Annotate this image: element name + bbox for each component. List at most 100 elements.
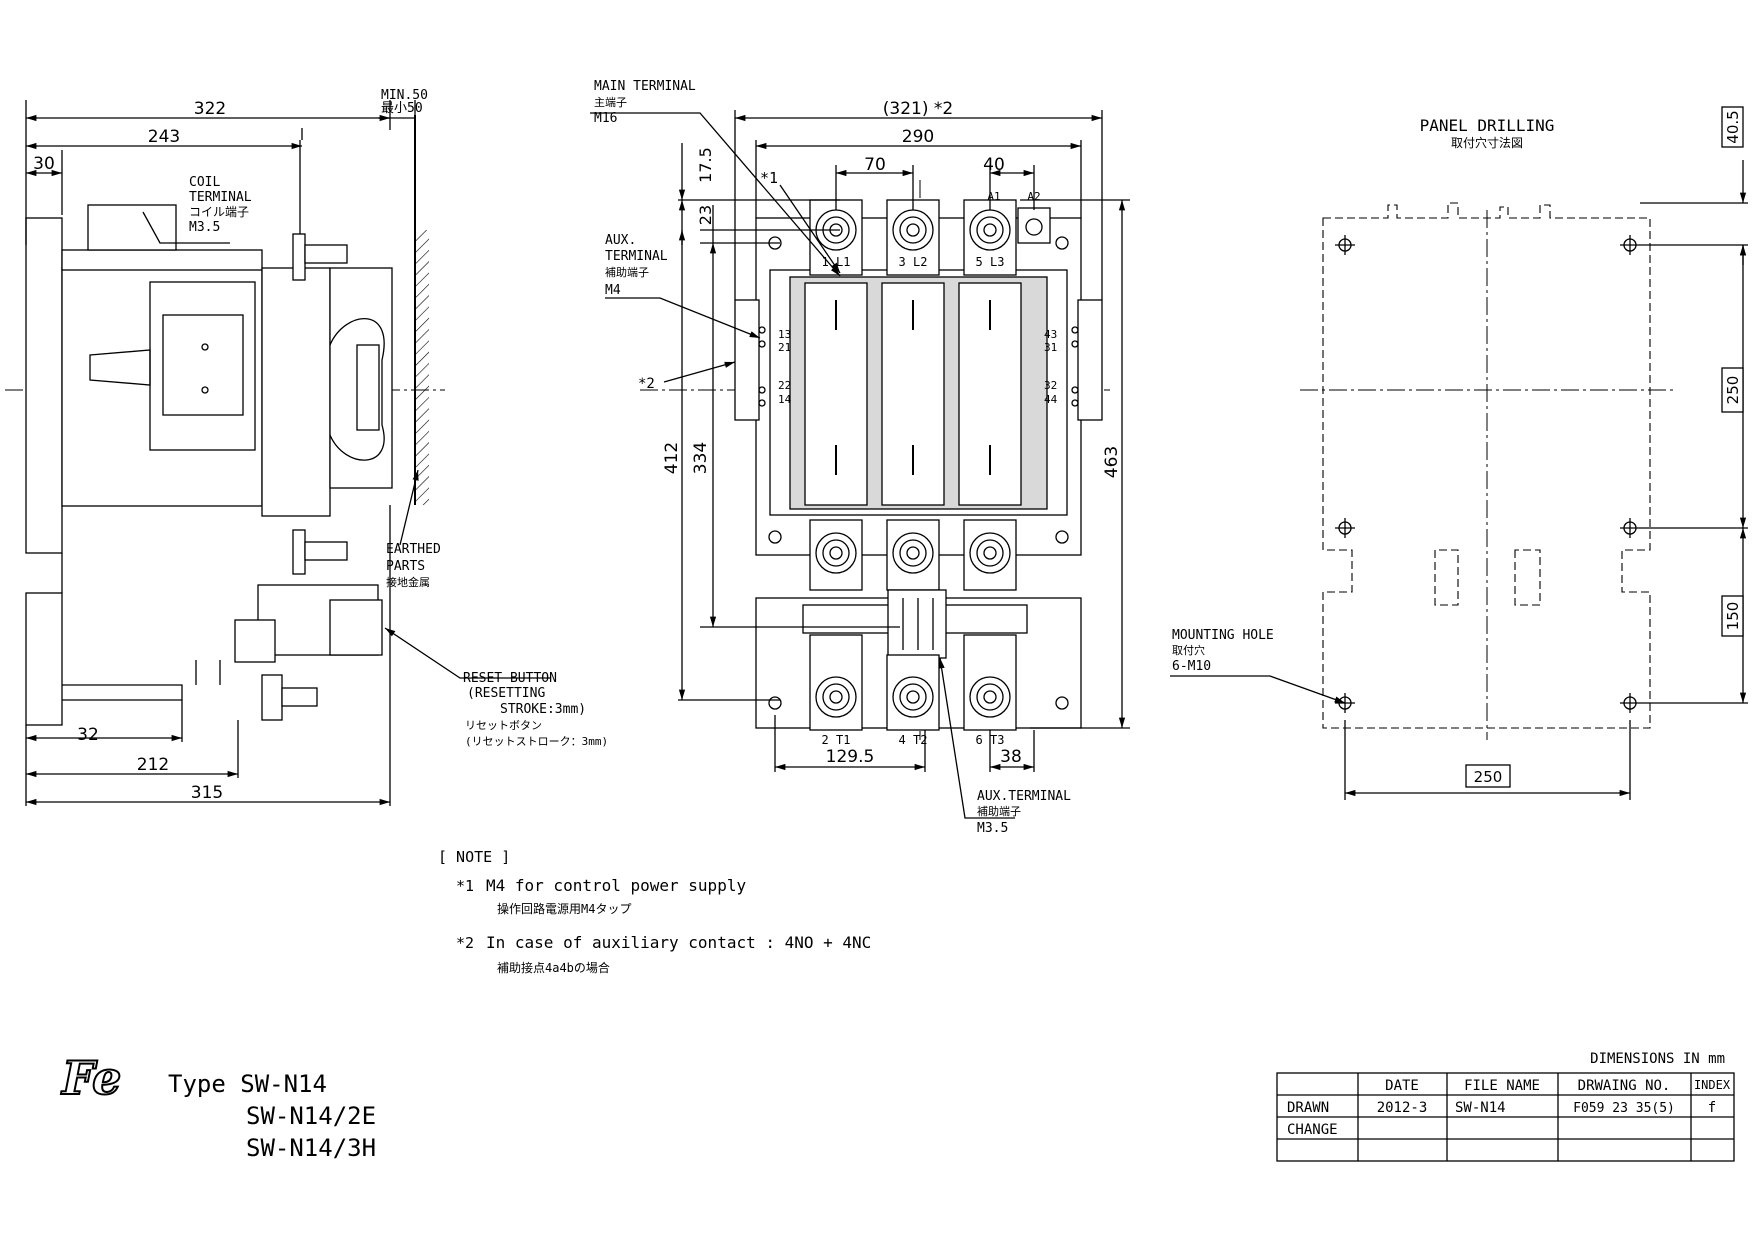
note1-mark: *1 bbox=[456, 877, 474, 895]
header-drawing-no: DRWAING NO. bbox=[1578, 1078, 1671, 1094]
header-index: INDEX bbox=[1694, 1078, 1731, 1092]
svg-text:AUX.: AUX. bbox=[605, 233, 636, 248]
dim-150: 150 bbox=[1724, 602, 1742, 631]
svg-text:補助端子: 補助端子 bbox=[605, 265, 649, 279]
svg-text:MOUNTING HOLE: MOUNTING HOLE bbox=[1172, 628, 1274, 643]
svg-text:接地金属: 接地金属 bbox=[386, 575, 430, 589]
panel-drilling-title-jp: 取付穴寸法図 bbox=[1451, 135, 1523, 150]
dim-23: 23 bbox=[696, 205, 715, 225]
dim-250-vertical: 250 bbox=[1724, 376, 1742, 405]
title-block: DIMENSIONS IN mm DATE FILE NAME DRWAING … bbox=[1276, 1051, 1735, 1162]
svg-text:(RESETTING: (RESETTING bbox=[467, 686, 545, 701]
svg-text:6-M10: 6-M10 bbox=[1172, 659, 1211, 674]
side-bracket bbox=[61, 553, 183, 701]
note1-jp: 操作回路電源用M4タップ bbox=[497, 901, 631, 916]
box-150 bbox=[1721, 595, 1744, 637]
side-shunt-block bbox=[356, 344, 380, 431]
row-drawn-index: f bbox=[1708, 1100, 1716, 1116]
side-armature-window bbox=[162, 314, 244, 416]
svg-text:M3.5: M3.5 bbox=[977, 821, 1008, 836]
box-250v bbox=[1721, 367, 1744, 413]
svg-text:TERMINAL: TERMINAL bbox=[605, 249, 668, 264]
main-terminal-label: MAIN TERMINAL 主端子 M16 bbox=[594, 79, 696, 126]
dim-40-5: 40.5 bbox=[1724, 110, 1742, 143]
aux-terminal-bottom-label: AUX.TERMINAL 補助端子 M3.5 bbox=[977, 789, 1071, 836]
dim-463: 463 bbox=[1102, 446, 1122, 478]
terminal-label-T3: 6 T3 bbox=[976, 733, 1005, 747]
dim-32: 32 bbox=[77, 725, 99, 745]
reset-button-body bbox=[329, 599, 383, 656]
header-file-name: FILE NAME bbox=[1464, 1078, 1540, 1094]
terminal-label-L2: 3 L2 bbox=[899, 255, 928, 269]
type-line1: Type SW-N14 bbox=[168, 1070, 327, 1098]
mark-2: *2 bbox=[638, 376, 655, 392]
panel-outline bbox=[1322, 202, 1651, 729]
coil-terminal-label: COIL TERMINAL コイル端子 M3.5 bbox=[189, 175, 252, 235]
dim-334: 334 bbox=[691, 442, 711, 474]
dim-38: 38 bbox=[1000, 747, 1022, 767]
box-250h bbox=[1465, 764, 1511, 788]
svg-text:COIL: COIL bbox=[189, 175, 220, 190]
svg-text:主端子: 主端子 bbox=[594, 96, 627, 109]
side-armature-wedge bbox=[89, 349, 151, 386]
aux-label-21: 21 bbox=[778, 341, 791, 354]
front-view bbox=[640, 180, 1110, 740]
reset-button-label: RESET BUTTON (RESETTING STROKE:3mm) リセット… bbox=[463, 671, 608, 748]
aux-label-43: 43 bbox=[1044, 328, 1057, 341]
side-coil-top bbox=[61, 249, 263, 271]
mounting-hole-label: MOUNTING HOLE 取付穴 6-M10 bbox=[1172, 628, 1274, 674]
svg-text:(リセットストローク：3mm): (リセットストローク：3mm) bbox=[465, 735, 608, 748]
side-bottom-terminal-post bbox=[292, 529, 306, 575]
svg-text:補助端子: 補助端子 bbox=[977, 804, 1021, 818]
aux-label-44: 44 bbox=[1044, 393, 1058, 406]
dim-290: 290 bbox=[902, 127, 934, 147]
svg-text:MAIN TERMINAL: MAIN TERMINAL bbox=[594, 79, 696, 94]
dim-40: 40 bbox=[983, 155, 1005, 175]
row-drawn-file: SW-N14 bbox=[1455, 1100, 1506, 1116]
reset-lever bbox=[234, 619, 276, 663]
svg-text:EARTHED: EARTHED bbox=[386, 542, 441, 557]
dim-17-5: 17.5 bbox=[696, 147, 715, 183]
front-view-dimensions bbox=[590, 110, 1130, 819]
terminal-label-T2: 4 T2 bbox=[899, 733, 928, 747]
header-date: DATE bbox=[1385, 1078, 1419, 1094]
panel-drilling bbox=[1170, 106, 1748, 800]
dim-129-5: 129.5 bbox=[826, 747, 875, 767]
side-view bbox=[5, 115, 445, 726]
terminal-label-T1: 2 T1 bbox=[822, 733, 851, 747]
notes-header: [ NOTE ] bbox=[438, 848, 510, 866]
dim-30: 30 bbox=[33, 154, 55, 174]
fe-logo: Fe bbox=[60, 1051, 121, 1105]
dim-min50-jp: 最小50 bbox=[381, 101, 423, 116]
mark-1: *1 bbox=[760, 169, 778, 187]
svg-text:STROKE:3mm): STROKE:3mm) bbox=[500, 702, 586, 717]
note1-text: M4 for control power supply bbox=[486, 876, 746, 895]
svg-text:M16: M16 bbox=[594, 111, 617, 126]
dim-min50: MIN.50 bbox=[381, 88, 428, 103]
note2-text: In case of auxiliary contact : 4NO + 4NC bbox=[486, 933, 871, 952]
box-40-5 bbox=[1721, 106, 1744, 148]
row-drawn-label: DRAWN bbox=[1287, 1100, 1329, 1116]
type-line3: SW-N14/3H bbox=[246, 1134, 376, 1162]
aux-label-14: 14 bbox=[778, 393, 792, 406]
aux-block-left bbox=[734, 299, 760, 421]
aux-label-31: 31 bbox=[1044, 341, 1057, 354]
side-base-plate-lower bbox=[25, 592, 63, 726]
svg-text:TERMINAL: TERMINAL bbox=[189, 190, 252, 205]
dim-412: 412 bbox=[662, 442, 682, 474]
type-line2: SW-N14/2E bbox=[246, 1102, 376, 1130]
panel-drilling-title: PANEL DRILLING bbox=[1420, 116, 1555, 135]
earthed-parts-label: EARTHED PARTS 接地金属 bbox=[386, 542, 441, 589]
dimensions-units: DIMENSIONS IN mm bbox=[1590, 1051, 1725, 1067]
svg-text:取付穴: 取付穴 bbox=[1172, 643, 1205, 657]
dim-322: 322 bbox=[194, 99, 226, 119]
dim-321: (321) *2 bbox=[883, 99, 953, 119]
side-bottom-terminal-nut bbox=[304, 541, 348, 561]
terminal-label-L3: 5 L3 bbox=[976, 255, 1005, 269]
note2-jp: 補助接点4a4bの場合 bbox=[497, 960, 610, 975]
coil-label-a1: A1 bbox=[987, 190, 1000, 203]
reset-bottom-post bbox=[261, 674, 283, 721]
dim-212: 212 bbox=[137, 755, 169, 775]
side-top-terminal-nut bbox=[304, 244, 348, 264]
aux-terminal-m35 bbox=[887, 589, 947, 659]
